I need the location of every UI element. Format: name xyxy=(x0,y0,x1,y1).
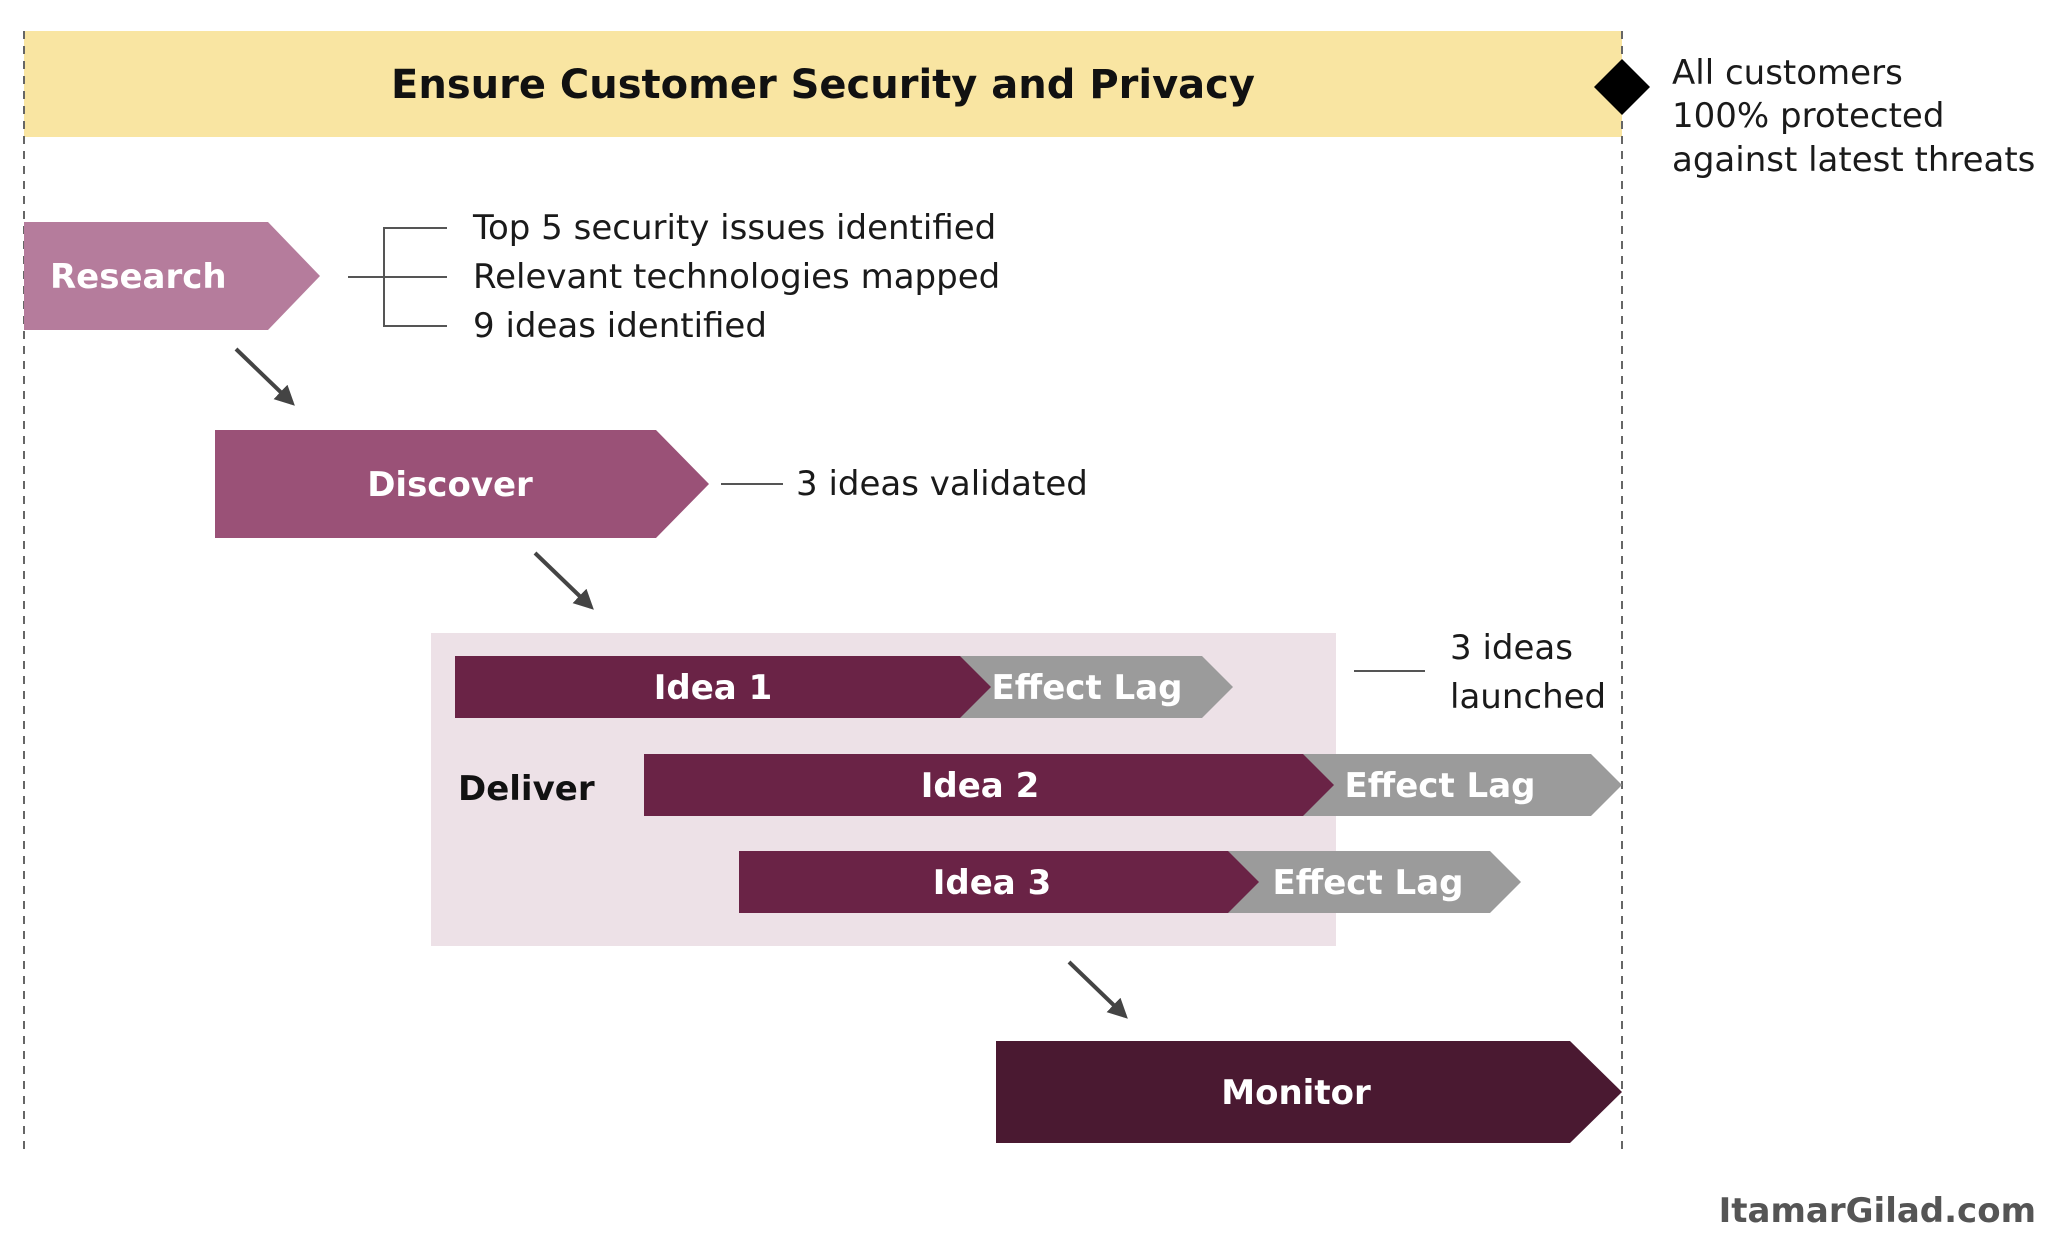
research-chevron xyxy=(24,222,320,330)
effect-lag-1-label: Effect Lag xyxy=(991,668,1182,708)
deliver-outcome-line-2: launched xyxy=(1450,677,1606,717)
arrow-deliver-to-monitor xyxy=(1067,960,1128,1019)
arrow-discover-to-deliver xyxy=(533,551,594,610)
monitor-chevron xyxy=(996,1041,1622,1143)
effect-lag-2-label: Effect Lag xyxy=(1344,766,1535,806)
discover-chevron xyxy=(215,430,709,538)
idea-1-label: Idea 1 xyxy=(654,668,773,708)
idea-3-label: Idea 3 xyxy=(933,863,1052,903)
effect-lag-3 xyxy=(1228,851,1521,913)
goal-band xyxy=(24,31,1622,137)
effect-lag-2 xyxy=(1303,754,1622,816)
idea-1-bar xyxy=(455,656,991,718)
idea-2-label: Idea 2 xyxy=(921,766,1040,806)
research-outcome-1: Top 5 security issues identified xyxy=(472,208,996,248)
deliver-label: Deliver xyxy=(458,769,595,809)
goal-title: Ensure Customer Security and Privacy xyxy=(391,62,1255,108)
goal-outcome-line-3: against latest threats xyxy=(1672,140,2035,180)
idea-2-bar xyxy=(644,754,1334,816)
arrow-research-to-discover xyxy=(234,347,295,406)
idea-3-bar xyxy=(739,851,1259,913)
effect-lag-3-label: Effect Lag xyxy=(1272,863,1463,903)
research-outcome-3: 9 ideas identified xyxy=(473,306,767,346)
effect-lag-1 xyxy=(960,656,1233,718)
research-outcome-2: Relevant technologies mapped xyxy=(473,257,1000,297)
research-bracket xyxy=(383,227,447,327)
watermark: ItamarGilad.com xyxy=(1719,1191,2036,1231)
monitor-label: Monitor xyxy=(1221,1073,1371,1113)
discover-outcome: 3 ideas validated xyxy=(796,464,1088,504)
research-label: Research xyxy=(50,257,227,297)
deliver-outcome-line-1: 3 ideas xyxy=(1450,628,1573,668)
goal-outcome-line-2: 100% protected xyxy=(1672,96,1944,136)
discover-label: Discover xyxy=(367,465,533,505)
goal-outcome-line-1: All customers xyxy=(1672,53,1903,93)
milestone-diamond-icon xyxy=(1594,59,1650,115)
